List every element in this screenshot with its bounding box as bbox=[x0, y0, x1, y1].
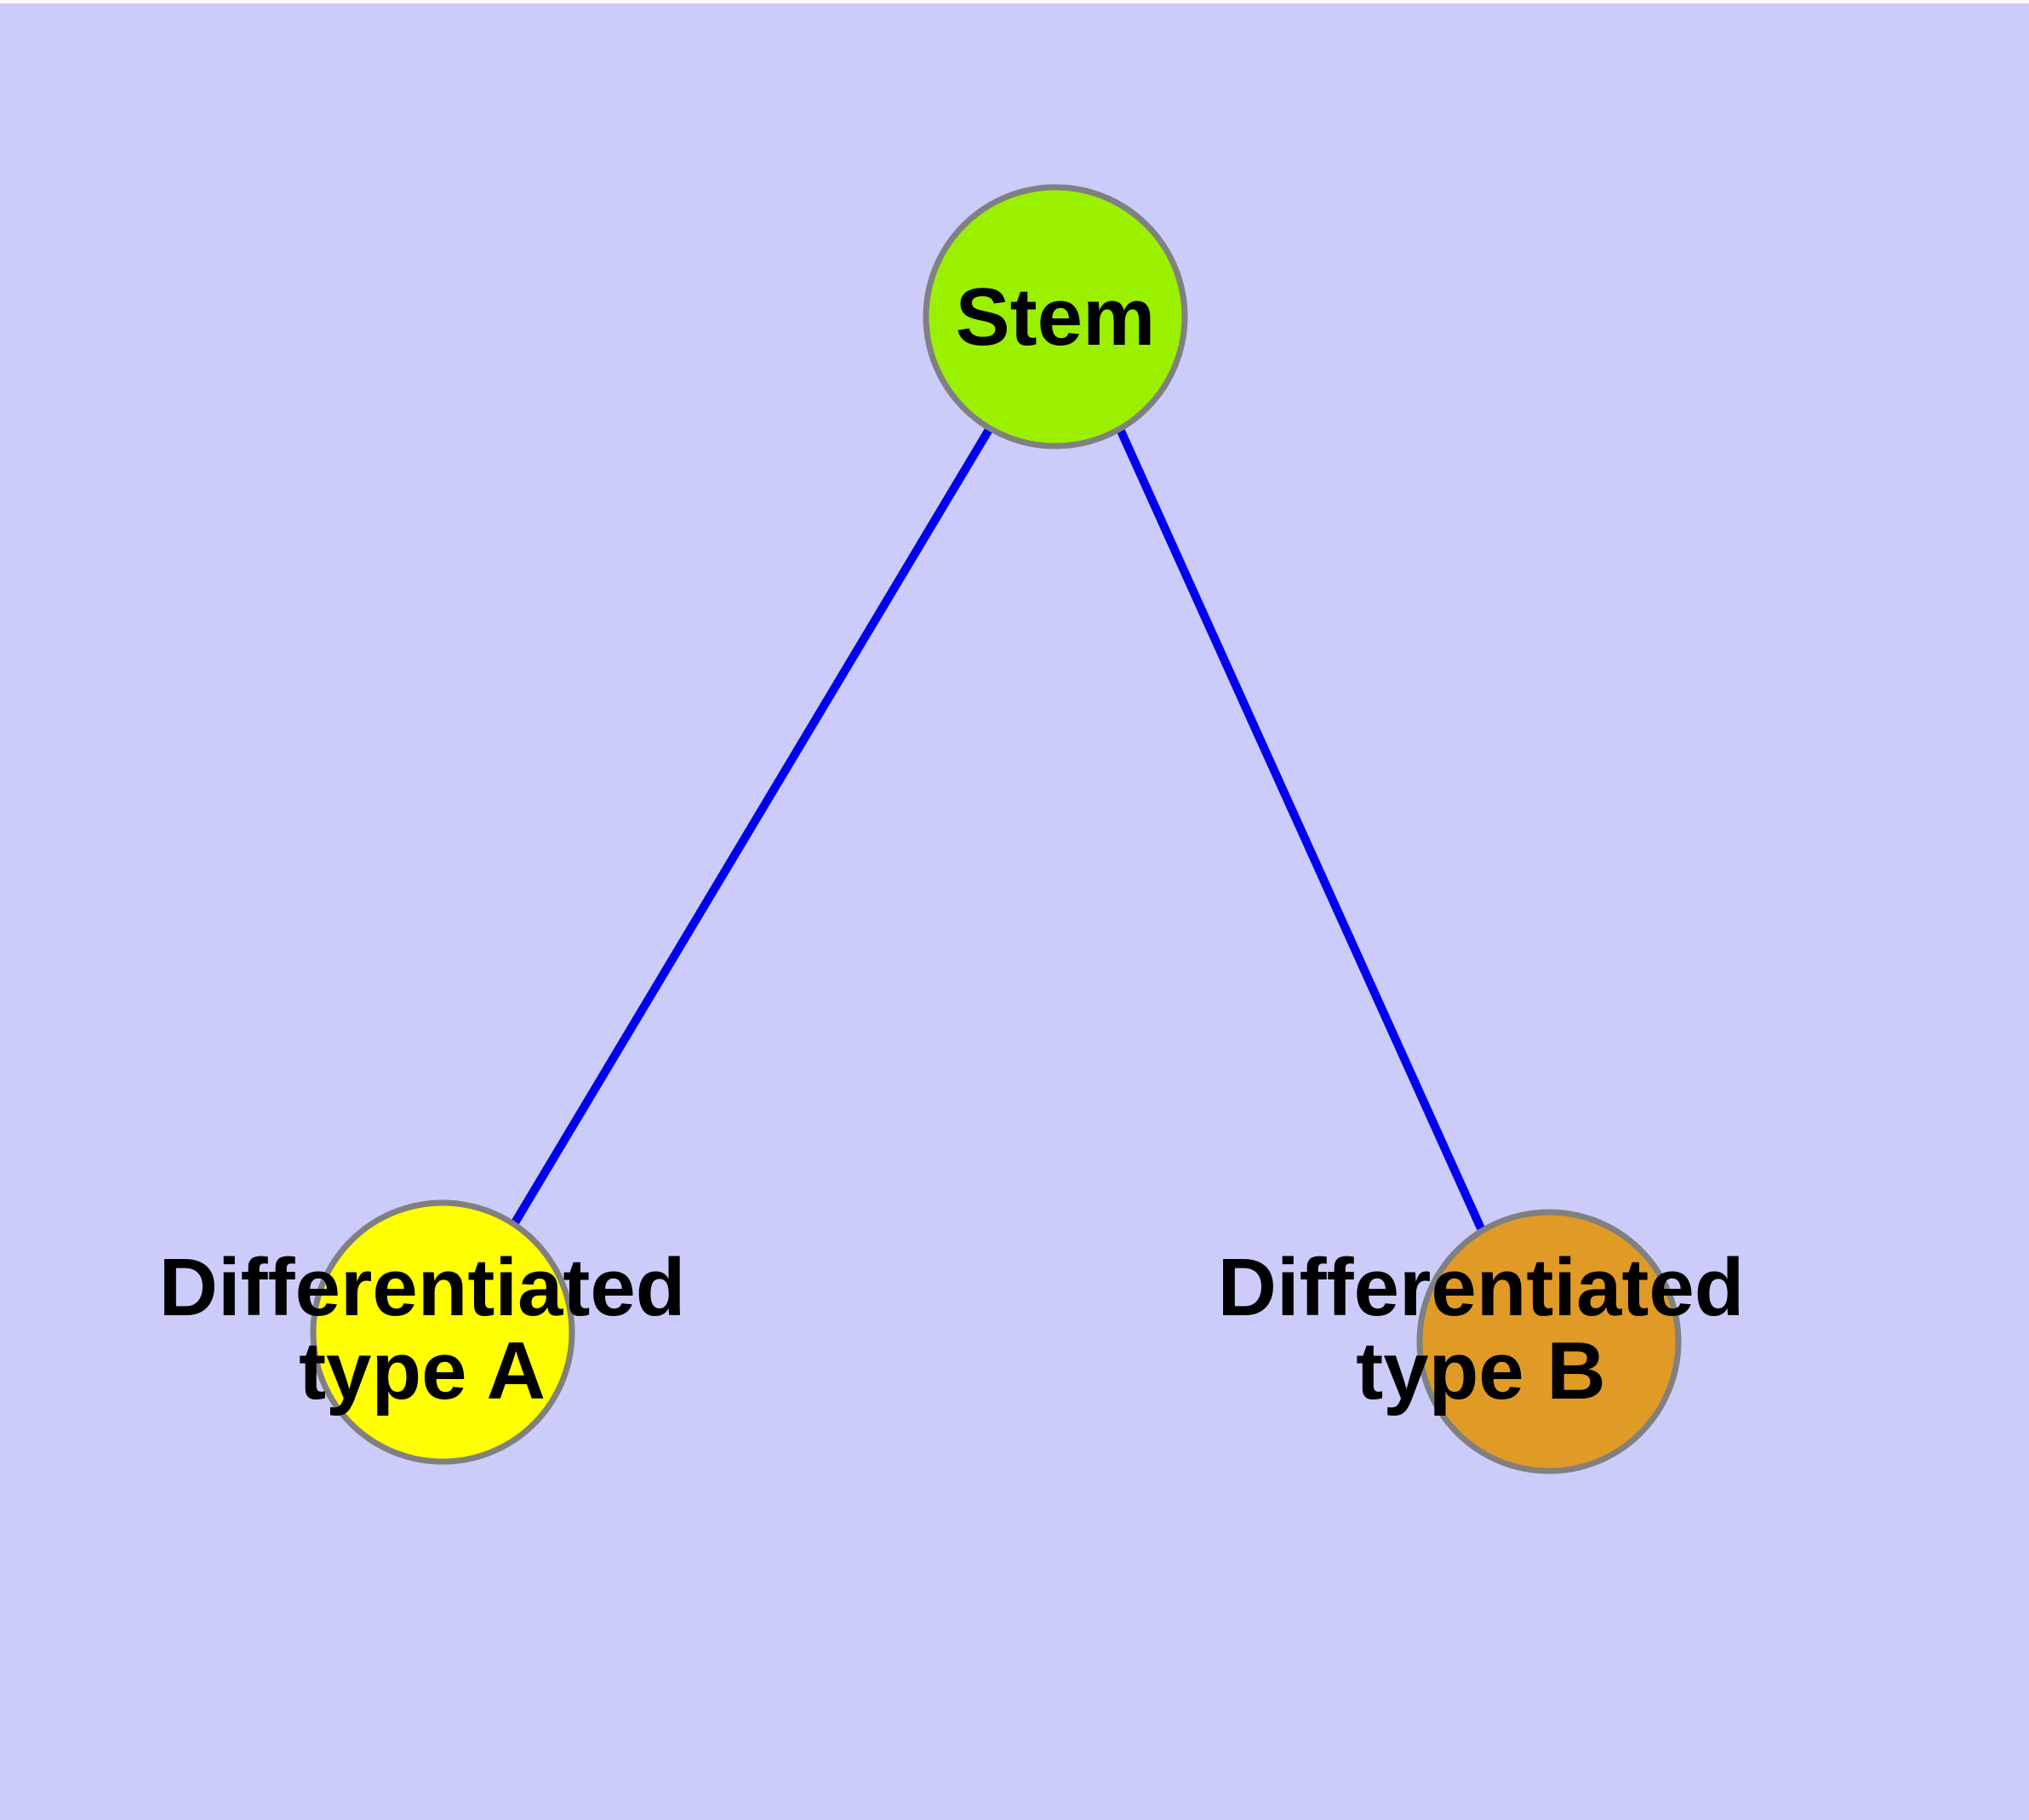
node-label-line: Differentiated bbox=[159, 1242, 686, 1333]
node-label-line: Stem bbox=[956, 272, 1156, 363]
node-label-line: Differentiated bbox=[1218, 1242, 1745, 1333]
node-differentiated-type-b[interactable] bbox=[1416, 1209, 1682, 1474]
edge-layer bbox=[510, 426, 1485, 1231]
edge-stem-to-differentiated-b[interactable] bbox=[1116, 426, 1485, 1231]
node-label-stem: Stem bbox=[956, 272, 1156, 363]
node-label-line: type B bbox=[1356, 1325, 1605, 1417]
node-stem[interactable] bbox=[923, 184, 1188, 449]
node-label-line: type A bbox=[299, 1325, 546, 1417]
node-layer bbox=[310, 184, 1682, 1474]
node-differentiated-type-a[interactable] bbox=[310, 1199, 575, 1465]
edge-stem-to-differentiated-a[interactable] bbox=[510, 426, 994, 1227]
